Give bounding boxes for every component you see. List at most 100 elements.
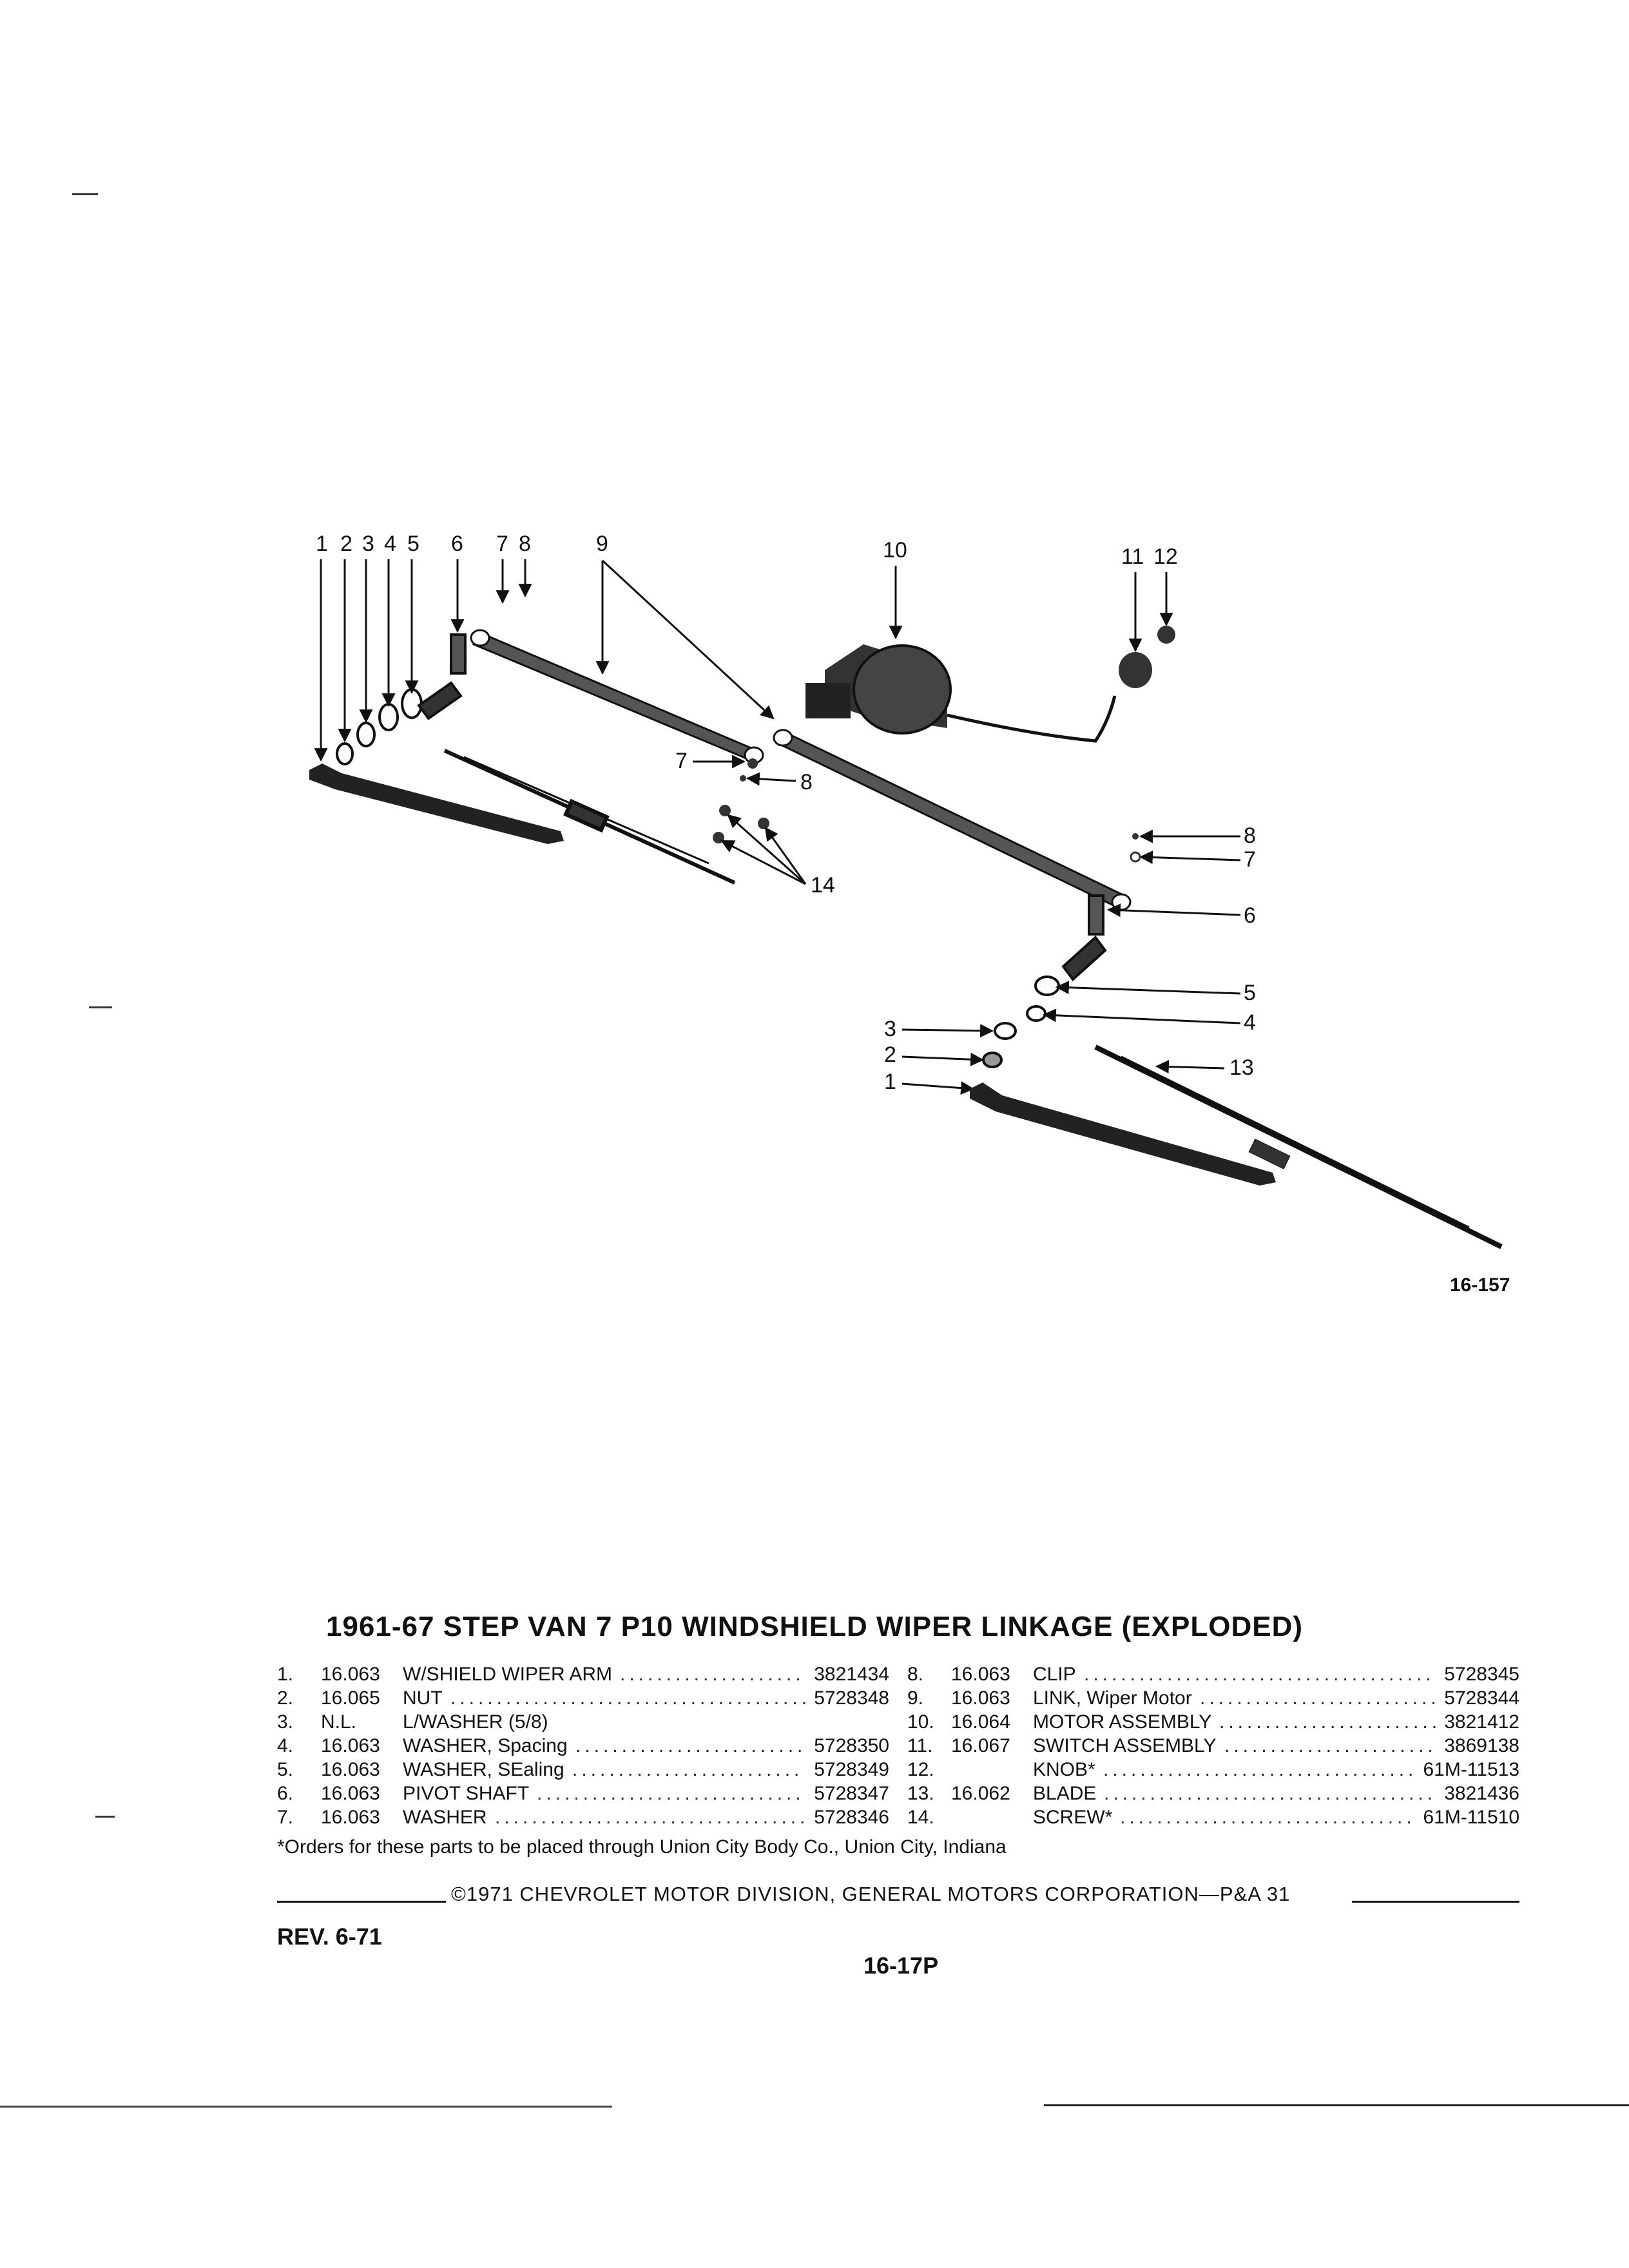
callout-5: 5 bbox=[407, 532, 419, 556]
callout-6-right: 6 bbox=[1244, 903, 1256, 928]
dot-leader: .................................. bbox=[495, 1807, 806, 1828]
callout-10: 10 bbox=[883, 538, 907, 562]
right-wiper-blade bbox=[1094, 1044, 1503, 1249]
part-catalog-number: 5728347 bbox=[814, 1783, 889, 1804]
callout-13: 13 bbox=[1229, 1055, 1254, 1080]
callout-3-right: 3 bbox=[884, 1017, 896, 1041]
margin-mark bbox=[95, 1816, 115, 1818]
dot-leader: ................................ bbox=[1120, 1807, 1415, 1828]
left-wiper-blade bbox=[443, 749, 736, 885]
callout-6: 6 bbox=[451, 532, 463, 556]
dot-leader: .......................... bbox=[1200, 1687, 1436, 1709]
part-catalog-number: 5728345 bbox=[1444, 1664, 1519, 1685]
part-name: PIVOT SHAFT bbox=[403, 1783, 530, 1804]
footer-rule-left bbox=[277, 1901, 446, 1903]
part-code: 16.063 bbox=[321, 1759, 380, 1780]
part-catalog-number: 5728348 bbox=[814, 1687, 889, 1709]
callout-8: 8 bbox=[519, 532, 531, 556]
middle-clip-washer: 7 8 bbox=[675, 749, 813, 794]
part-code: 16.063 bbox=[321, 1807, 380, 1828]
part-number-index: 10. bbox=[907, 1711, 934, 1733]
bottom-rule-left bbox=[0, 2106, 612, 2108]
clip-8 bbox=[740, 775, 746, 782]
part-number-index: 7. bbox=[277, 1807, 294, 1828]
part-catalog-number: 61M-11513 bbox=[1423, 1759, 1519, 1780]
bottom-rule-right bbox=[1044, 2104, 1629, 2106]
revision-label: REV. 6-71 bbox=[277, 1923, 382, 1950]
dot-leader: ............................. bbox=[537, 1783, 805, 1804]
part-catalog-number: 3869138 bbox=[1444, 1735, 1519, 1756]
part-catalog-number: 5728349 bbox=[814, 1759, 889, 1780]
part-number-index: 13. bbox=[907, 1783, 934, 1804]
part-catalog-number: 3821436 bbox=[1444, 1783, 1519, 1804]
part-code: 16.065 bbox=[321, 1687, 380, 1709]
wiper-linkage-diagram: 1 2 3 4 5 6 7 8 9 10 11 12 bbox=[309, 532, 1503, 1249]
parts-row: 3.N.L.L/WASHER (5/8) bbox=[277, 1710, 889, 1734]
right-leaders bbox=[901, 829, 1241, 1095]
callout-8-right: 8 bbox=[1244, 823, 1256, 848]
callout-7-mid: 7 bbox=[675, 749, 688, 773]
part-name: W/SHIELD WIPER ARM bbox=[403, 1664, 613, 1685]
part-number-index: 2. bbox=[277, 1687, 294, 1709]
margin-mark bbox=[72, 193, 98, 195]
part-name: WASHER, Spacing bbox=[403, 1735, 568, 1756]
part-number-index: 8. bbox=[907, 1664, 924, 1685]
part-number-index: 4. bbox=[277, 1735, 294, 1756]
part-number-index: 11. bbox=[907, 1735, 933, 1756]
parts-row: 12.KNOB*61M-11513.......................… bbox=[907, 1758, 1519, 1782]
part-number-index: 14. bbox=[907, 1807, 934, 1828]
part-code: 16.063 bbox=[321, 1735, 380, 1756]
part-name: NUT bbox=[403, 1687, 443, 1709]
part-code: 16.063 bbox=[951, 1664, 1010, 1685]
part-name: L/WASHER (5/8) bbox=[403, 1711, 548, 1733]
part-number-index: 6. bbox=[277, 1783, 294, 1804]
part-code: 16.063 bbox=[321, 1664, 380, 1685]
copyright-line: ©1971 CHEVROLET MOTOR DIVISION, GENERAL … bbox=[451, 1883, 1291, 1905]
right-pivot-stack bbox=[982, 894, 1107, 1068]
washer-7-right bbox=[1130, 851, 1141, 863]
left-washer-stack bbox=[336, 633, 467, 765]
part-name: WASHER, SEaling bbox=[403, 1759, 564, 1780]
footer-rule-right bbox=[1352, 1901, 1519, 1903]
part-name: SWITCH ASSEMBLY bbox=[1033, 1735, 1217, 1756]
part-number-index: 5. bbox=[277, 1759, 294, 1780]
part-name: SCREW* bbox=[1033, 1807, 1113, 1828]
dot-leader: ......................... bbox=[572, 1759, 804, 1780]
part-code: 16.064 bbox=[951, 1711, 1010, 1733]
callout-8-mid: 8 bbox=[800, 770, 813, 794]
margin-mark bbox=[89, 1006, 112, 1008]
dot-leader: ........................ bbox=[1219, 1711, 1436, 1733]
callout-7-right: 7 bbox=[1244, 847, 1256, 872]
part-code: 16.063 bbox=[951, 1687, 1010, 1709]
part-name: MOTOR ASSEMBLY bbox=[1033, 1711, 1212, 1733]
middle-leaders bbox=[693, 754, 796, 786]
parts-row: 6. 16.063 PIVOT SHAFT 5728347..............… bbox=[277, 1782, 889, 1805]
part-catalog-number: 3821434 bbox=[814, 1664, 889, 1685]
part-code: 16.067 bbox=[951, 1735, 1010, 1756]
callout-12: 12 bbox=[1153, 544, 1178, 569]
callout-1: 1 bbox=[316, 532, 328, 556]
part-catalog-number: 5728350 bbox=[814, 1735, 889, 1756]
part-number-index: 1. bbox=[277, 1664, 294, 1685]
callout-9: 9 bbox=[596, 532, 608, 556]
part-code: 16.063 bbox=[321, 1783, 380, 1804]
part-name: WASHER bbox=[403, 1807, 487, 1828]
part-number-index: 12. bbox=[907, 1759, 934, 1780]
page-title: 1961-67 STEP VAN 7 P10 WINDSHIELD WIPER … bbox=[325, 1611, 1303, 1642]
switch-and-knob bbox=[1119, 626, 1175, 688]
part-name: BLADE bbox=[1033, 1783, 1097, 1804]
callout-5-right: 5 bbox=[1244, 981, 1256, 1005]
left-link-rod bbox=[470, 629, 764, 764]
part-number-index: 9. bbox=[907, 1687, 924, 1709]
callout-2-right: 2 bbox=[884, 1043, 896, 1067]
part-catalog-number: 5728346 bbox=[814, 1807, 889, 1828]
part-code: 16.062 bbox=[951, 1783, 1010, 1804]
part-name: CLIP bbox=[1033, 1664, 1076, 1685]
page-number: 16-17P bbox=[863, 1952, 939, 1979]
callout-labels-top: 1 2 3 4 5 6 7 8 9 10 11 12 bbox=[316, 532, 1178, 569]
motor-assembly bbox=[805, 644, 1117, 743]
